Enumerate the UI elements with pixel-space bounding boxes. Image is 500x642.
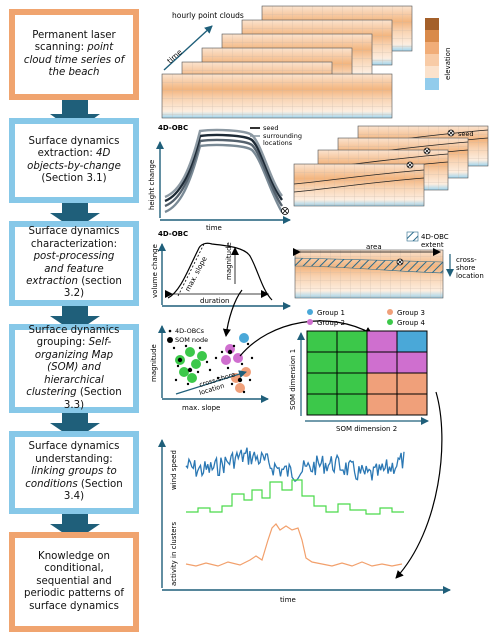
arrow-down-2 bbox=[50, 203, 100, 230]
workflow-box-1-text: Permanent laser scanning: point cloud ti… bbox=[23, 29, 125, 78]
elevation-label: elevation bbox=[444, 48, 452, 80]
link-arrow-to-som bbox=[239, 320, 373, 357]
workflow-box-5-text: Surface dynamics understanding: linking … bbox=[25, 441, 123, 503]
segment-seed-label: seed bbox=[458, 130, 474, 138]
som-dim1-label: SOM dimension 1 bbox=[289, 349, 297, 410]
workflow-arrows bbox=[50, 100, 100, 541]
legend-seed: seed bbox=[263, 124, 279, 132]
activity-green-series bbox=[186, 479, 404, 515]
volume-curve bbox=[167, 242, 273, 301]
workflow-box-6: Knowledge on conditional, sequential and… bbox=[9, 532, 139, 632]
group-2-label: Group 2 bbox=[317, 319, 345, 327]
wind-speed-label: wind speed bbox=[170, 450, 178, 490]
point-cloud-stack bbox=[161, 5, 413, 119]
cross-shore-1: cross- bbox=[456, 256, 477, 264]
cross-shore-axis bbox=[175, 370, 247, 395]
segment-seed-icons bbox=[406, 129, 455, 169]
slope-axis-label: max. slope bbox=[182, 404, 220, 412]
obc-title: 4D-OBC bbox=[158, 124, 188, 132]
workflow-box-5: Surface dynamics understanding: linking … bbox=[9, 431, 139, 514]
time-arrow bbox=[163, 25, 213, 71]
workflow-box-2: Surface dynamics extraction: 4D objects-… bbox=[9, 118, 139, 203]
workflow-box-3-text: Surface dynamics characterization: post-… bbox=[26, 226, 122, 300]
wind-series bbox=[185, 447, 405, 483]
workflow-box-3: Surface dynamics characterization: post-… bbox=[9, 221, 139, 306]
max-slope-line bbox=[177, 243, 205, 297]
link-arrow-to-timeseries bbox=[395, 391, 443, 579]
arrow-down-4 bbox=[50, 413, 100, 440]
legend-surrounding: surrounding bbox=[263, 132, 302, 140]
panel-4d-obc-extraction: 4D-OBC height change time seed surroundi… bbox=[148, 124, 489, 232]
seed-marker-icon bbox=[281, 207, 289, 215]
som-grid bbox=[306, 330, 428, 416]
link-arrow-to-scatter bbox=[222, 289, 243, 337]
extent-label-2: extent bbox=[421, 241, 444, 249]
cross-shore-3: location bbox=[456, 272, 484, 280]
group-1-label: Group 1 bbox=[317, 309, 345, 317]
char-obc-title: 4D-OBC bbox=[158, 230, 188, 238]
panel-characterization: 4D-OBC volume change max. slope magnitud… bbox=[151, 230, 484, 310]
legend-som-dot bbox=[167, 337, 173, 343]
ts-time-label: time bbox=[280, 596, 296, 604]
time-label: time bbox=[165, 47, 184, 65]
extent-label-1: 4D-OBC bbox=[421, 233, 449, 241]
som-scatter bbox=[172, 333, 254, 394]
extent-map bbox=[294, 249, 444, 299]
extent-legend-swatch bbox=[406, 231, 419, 242]
arrow-down-1 bbox=[50, 100, 100, 132]
group-legend: Group 1 Group 2 Group 3 Group 4 bbox=[307, 309, 426, 327]
panel-point-clouds: hourly point clouds time elevation bbox=[161, 5, 452, 119]
activity-label: activity in clusters bbox=[170, 522, 178, 586]
legend-locations: locations bbox=[263, 139, 293, 147]
arrow-down-5 bbox=[50, 514, 100, 541]
arrow-down-3 bbox=[50, 306, 100, 333]
group-3-label: Group 3 bbox=[397, 309, 425, 317]
legend-obc: 4D-OBCs bbox=[175, 327, 205, 335]
cross-shore-2: shore bbox=[456, 264, 475, 272]
duration-label: duration bbox=[200, 297, 229, 305]
som-dim2-label: SOM dimension 2 bbox=[336, 425, 397, 433]
group-4-label: Group 4 bbox=[397, 319, 426, 327]
workflow-box-2-text: Surface dynamics extraction: 4D objects-… bbox=[27, 135, 121, 184]
elevation-colorbar bbox=[425, 18, 439, 90]
workflow-box-4-text: Surface dynamics grouping: Self-organizi… bbox=[26, 324, 122, 411]
magnitude-axis-label: magnitude bbox=[150, 344, 158, 382]
workflow-box-4: Surface dynamics grouping: Self-organizi… bbox=[9, 324, 139, 413]
magnitude-label: magnitude bbox=[225, 242, 233, 280]
legend-obc-dot bbox=[168, 329, 172, 333]
panel-understanding: wind speed activity in clusters time bbox=[158, 439, 451, 604]
time-axis-label: time bbox=[206, 224, 222, 232]
point-clouds-title: hourly point clouds bbox=[172, 11, 244, 20]
obc-segment-stack bbox=[293, 125, 489, 207]
curve-legend: seed surrounding locations bbox=[250, 124, 302, 147]
panel-grouping: magnitude max. slope 4D-OBCs SOM node cr… bbox=[150, 289, 443, 579]
max-slope-label: max. slope bbox=[184, 255, 209, 293]
activity-orange-series bbox=[185, 523, 403, 567]
workflow-box-1: Permanent laser scanning: point cloud ti… bbox=[9, 9, 139, 100]
height-change-curves bbox=[164, 128, 284, 214]
height-change-label: height change bbox=[148, 160, 156, 210]
volume-change-label: volume change bbox=[151, 244, 159, 298]
workflow-box-6-text: Knowledge on conditional, sequential and… bbox=[24, 550, 124, 612]
legend-som: SOM node bbox=[175, 336, 208, 344]
area-label: area bbox=[366, 243, 382, 251]
